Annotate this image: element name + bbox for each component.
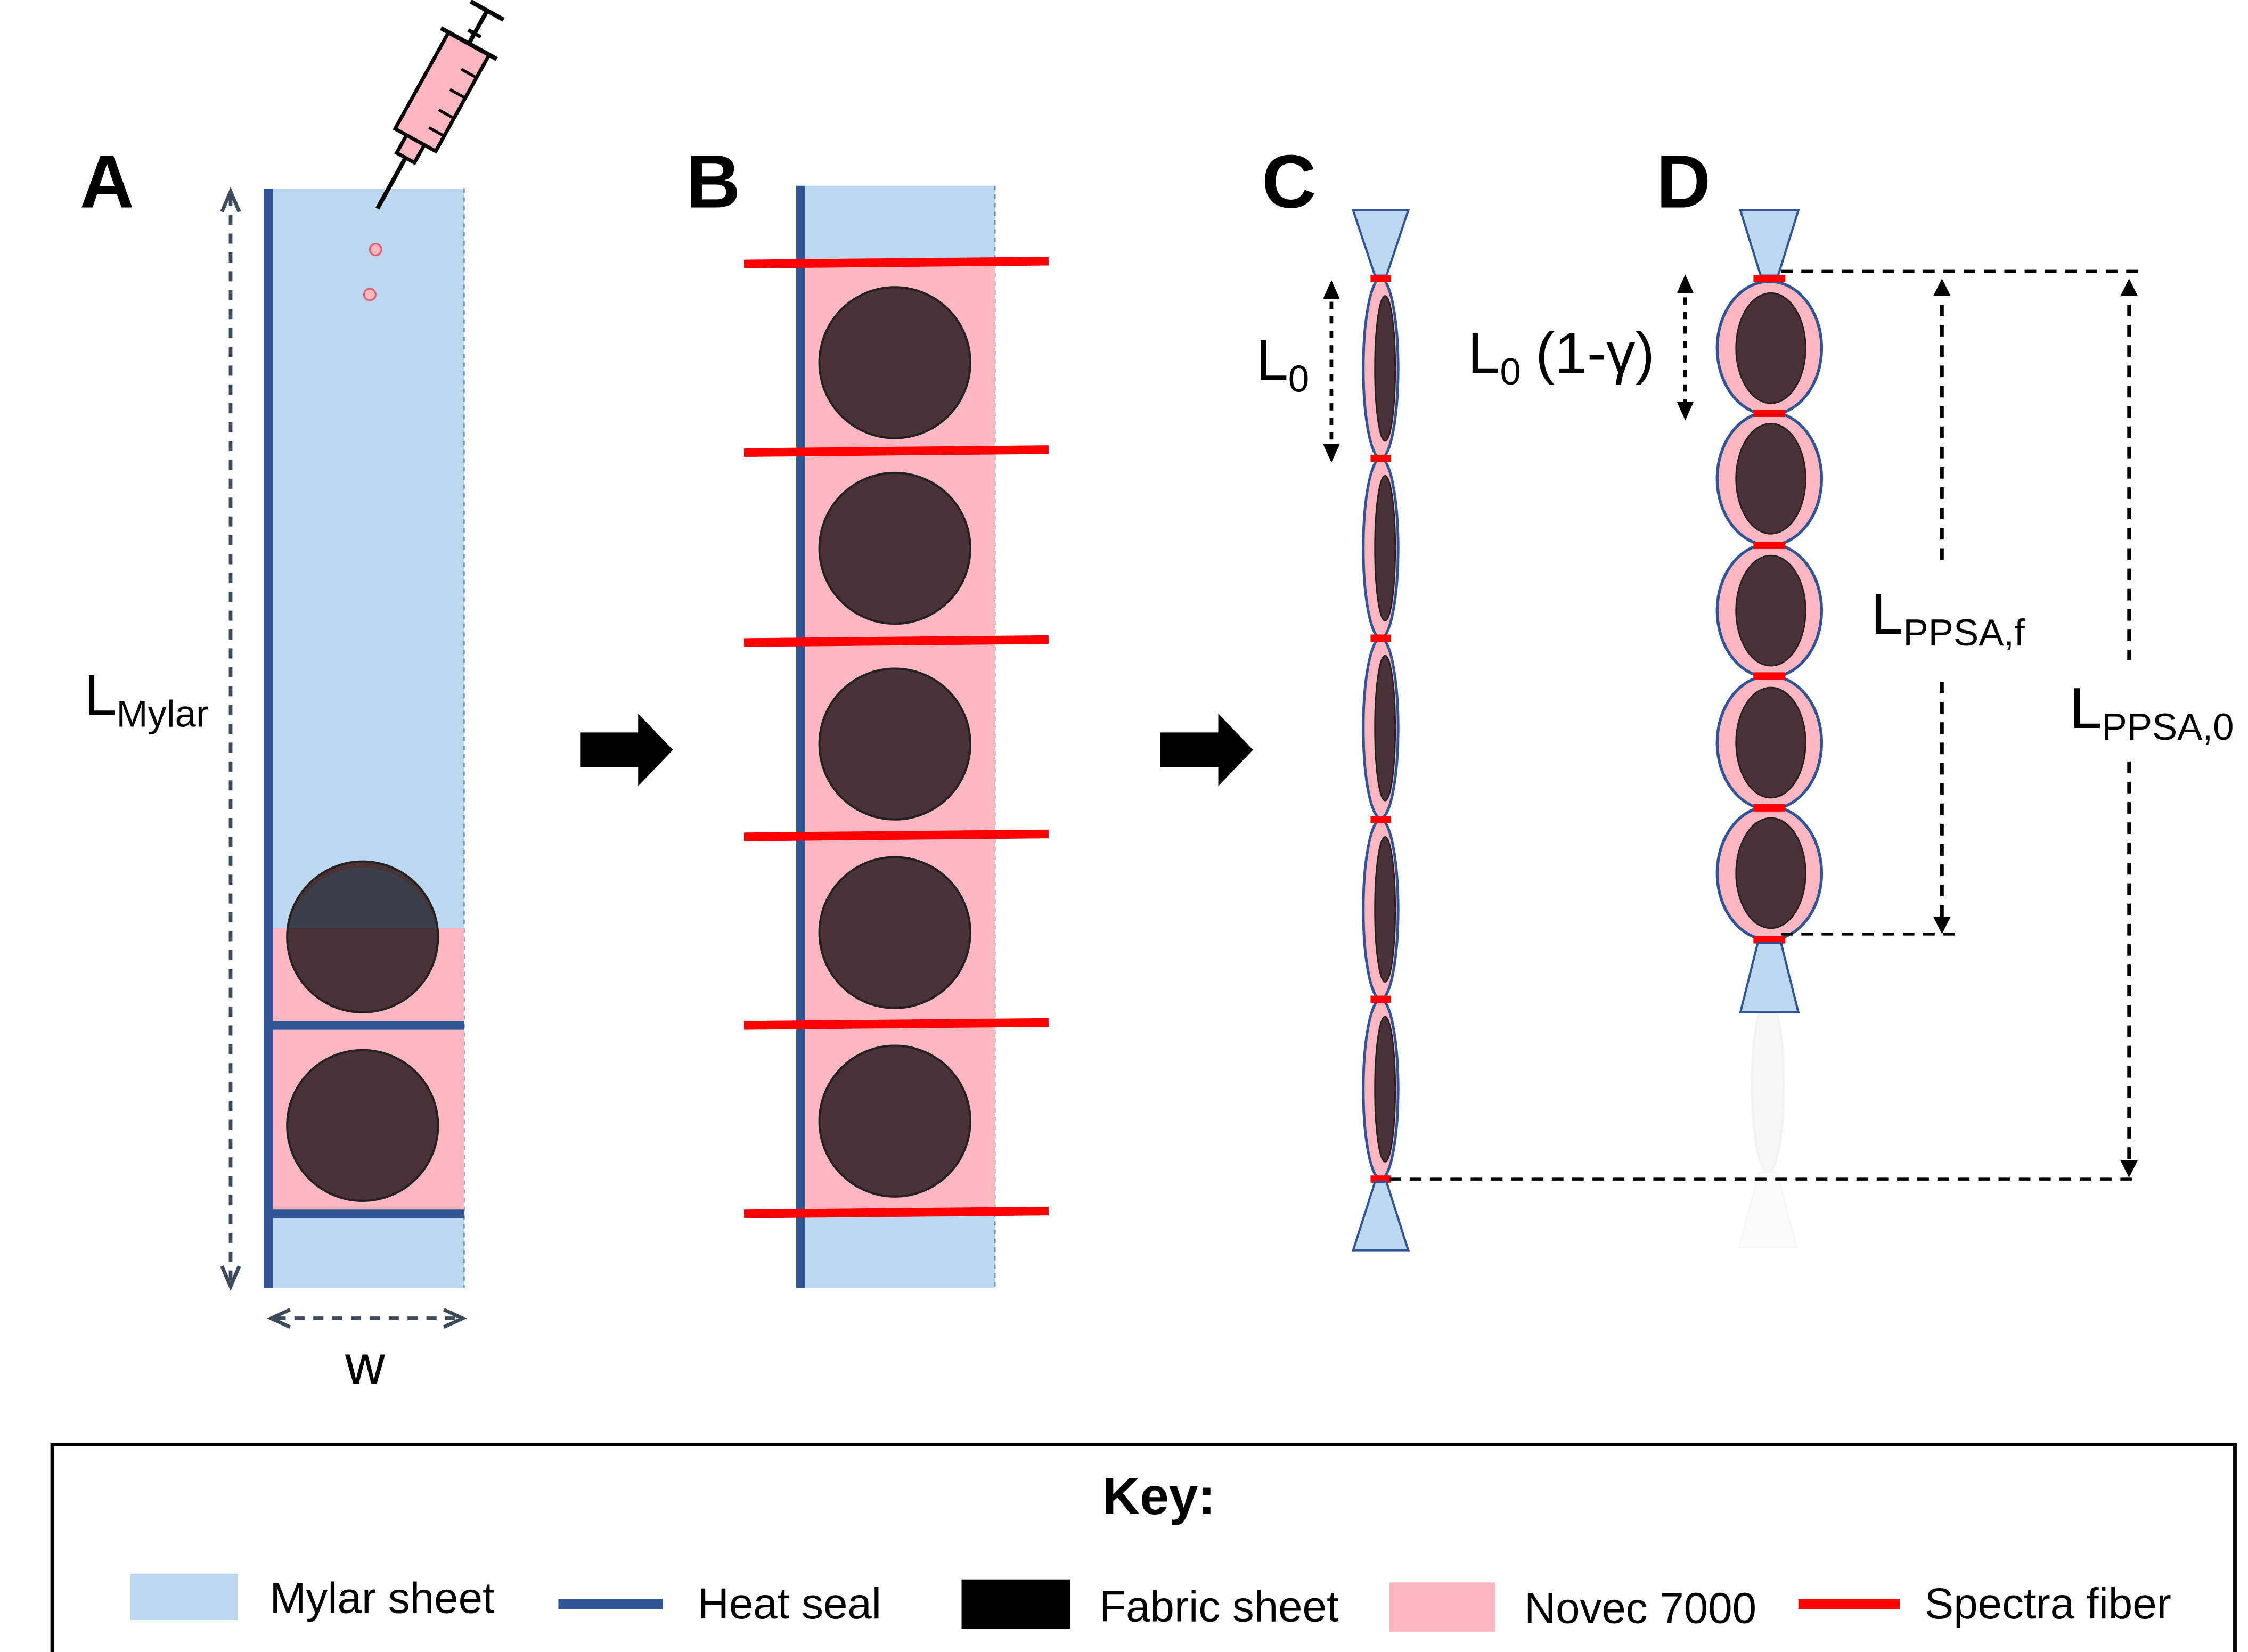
legend-label-mylar: Mylar sheet xyxy=(270,1574,495,1622)
spectra-fiber-b-3 xyxy=(743,635,1049,647)
panel-b-pouch xyxy=(743,185,1049,1288)
l-ppsa-0-label: LPPSA,0 xyxy=(2070,676,2234,748)
panel-c-letter: C xyxy=(1262,140,1316,224)
w-dimension: w xyxy=(267,1308,467,1395)
fabric-disc-a-upper-overlay xyxy=(288,868,437,928)
end-cap-c-bottom xyxy=(1351,1181,1410,1252)
panel-c-actuator xyxy=(1351,209,1410,1252)
spectra-fiber-b-2 xyxy=(743,445,1049,457)
l0-dimension: L0 xyxy=(1256,280,1340,463)
legend-label-fabric: Fabric sheet xyxy=(1099,1583,1339,1631)
c-spectra-ties xyxy=(1370,275,1391,1183)
panel-a-letter: A xyxy=(80,140,134,224)
l0-label: L0 xyxy=(1256,328,1309,400)
l-mylar-dimension: LMylar xyxy=(81,186,241,1291)
d-segments xyxy=(1715,280,1824,942)
end-cap-d-bottom xyxy=(1739,942,1800,1013)
spectra-fiber-b-4 xyxy=(743,829,1049,841)
c-segments xyxy=(1362,277,1400,1181)
panel-d-actuator xyxy=(1715,209,1824,1013)
legend-swatch-mylar xyxy=(130,1573,238,1620)
l-mylar-label: LMylar xyxy=(84,663,209,735)
d-spectra-ties xyxy=(1753,275,1786,944)
fabric-disc-b-4 xyxy=(818,856,971,1009)
spectra-fiber-b-6 xyxy=(743,1206,1049,1218)
end-cap-c-top xyxy=(1351,209,1410,277)
l-ppsa-f-dimension: LPPSA,f xyxy=(1871,278,2025,934)
l-ppsa-0-dimension: LPPSA,0 xyxy=(2070,278,2234,1178)
spectra-fiber-b-1 xyxy=(743,257,1049,268)
legend-swatch-novec xyxy=(1389,1582,1495,1632)
panel-d-letter: D xyxy=(1656,140,1711,224)
l0-gamma-label: L0(1-γ) xyxy=(1468,321,1655,393)
reference-lines xyxy=(1389,269,2141,1181)
l0-gamma-dimension: L0(1-γ) xyxy=(1468,274,1694,421)
panel-d-ghost xyxy=(1738,996,1798,1248)
legend-label-heat-seal: Heat seal xyxy=(698,1580,881,1628)
fabric-disc-b-3 xyxy=(818,667,971,821)
end-cap-d-top xyxy=(1739,209,1800,277)
w-label: w xyxy=(345,1334,385,1395)
droplet-2 xyxy=(363,288,377,301)
fabric-disc-b-1 xyxy=(818,286,971,439)
syringe-icon xyxy=(375,0,505,210)
fabric-disc-b-5 xyxy=(818,1044,971,1198)
legend-label-spectra: Spectra fiber xyxy=(1925,1580,2171,1628)
fabric-disc-b-2 xyxy=(818,471,971,625)
legend-title: Key: xyxy=(1102,1467,1215,1525)
spectra-fiber-b-5 xyxy=(743,1018,1049,1030)
panel-b-letter: B xyxy=(686,140,740,224)
fabric-disc-a-lower xyxy=(286,1049,439,1202)
l-ppsa-f-label: LPPSA,f xyxy=(1871,582,2025,654)
legend-label-novec: Novec 7000 xyxy=(1524,1584,1756,1632)
arrow-right-icon xyxy=(580,713,673,787)
legend-swatch-fabric xyxy=(961,1579,1070,1629)
arrow-right-icon xyxy=(1160,713,1253,787)
panel-a-pouch xyxy=(264,189,465,1288)
legend-box: Key: Mylar sheet Heat seal Fabric sheet … xyxy=(50,1443,2237,1652)
droplet-1 xyxy=(369,242,382,257)
